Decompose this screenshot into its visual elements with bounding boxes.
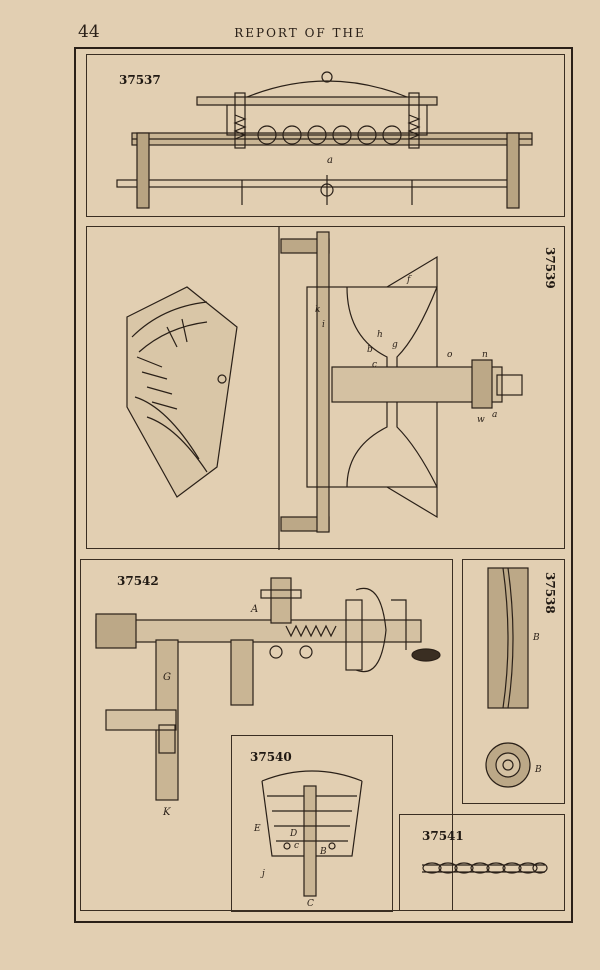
label-K: K bbox=[162, 807, 171, 818]
label-A: A bbox=[250, 604, 258, 615]
label-j: j bbox=[260, 869, 265, 879]
patent-number-37540: 37540 bbox=[250, 750, 292, 764]
label-w: w bbox=[477, 415, 485, 425]
patent-number-37542: 37542 bbox=[117, 574, 159, 588]
figure-37537-panel: 37537 bbox=[86, 54, 565, 217]
running-head: REPORT OF THE bbox=[234, 26, 366, 40]
label-b: b bbox=[367, 345, 373, 355]
label-B-lower: B bbox=[534, 765, 542, 775]
bucket-lid-drawing: E D c B j C bbox=[253, 770, 363, 909]
label-B: B bbox=[319, 847, 327, 857]
label-c: c bbox=[372, 360, 377, 370]
label-h: h bbox=[377, 330, 383, 340]
label-D: D bbox=[289, 829, 297, 839]
patent-number-37541: 37541 bbox=[422, 829, 464, 843]
cylinder-drawing: B B bbox=[485, 567, 542, 788]
valve-assembly-drawing: A G K bbox=[95, 577, 441, 818]
patent-plate: 37537 bbox=[74, 47, 573, 923]
fan-segment-drawing bbox=[126, 286, 238, 498]
label-f: f bbox=[406, 275, 412, 285]
figure-37538-panel: 37538 B B bbox=[462, 559, 565, 804]
machine-drawing-37537: a bbox=[116, 71, 533, 209]
label-i: i bbox=[322, 320, 325, 330]
label-E: E bbox=[253, 824, 261, 834]
figure-37540-panel: 37540 E D c bbox=[231, 735, 393, 912]
figure-37539-panel: 37539 bbox=[86, 226, 565, 550]
label-C: C bbox=[307, 899, 314, 909]
label-a: a bbox=[327, 155, 333, 166]
page-number: 44 bbox=[78, 22, 100, 42]
turbine-section-drawing: f g h i k o n c b a w bbox=[278, 227, 523, 550]
label-o: o bbox=[447, 350, 453, 360]
label-G: G bbox=[163, 672, 171, 683]
chain-drawing bbox=[422, 862, 548, 874]
label-B-upper: B bbox=[532, 633, 540, 643]
label-g: g bbox=[392, 340, 398, 350]
label-c: c bbox=[294, 841, 299, 851]
patent-number-37537: 37537 bbox=[119, 73, 161, 87]
label-a-37539: a bbox=[492, 410, 497, 420]
label-n: n bbox=[482, 350, 488, 360]
figure-37541-panel: 37541 bbox=[399, 814, 565, 911]
label-k: k bbox=[315, 305, 320, 315]
figure-37542-panel: 37542 bbox=[80, 559, 453, 912]
